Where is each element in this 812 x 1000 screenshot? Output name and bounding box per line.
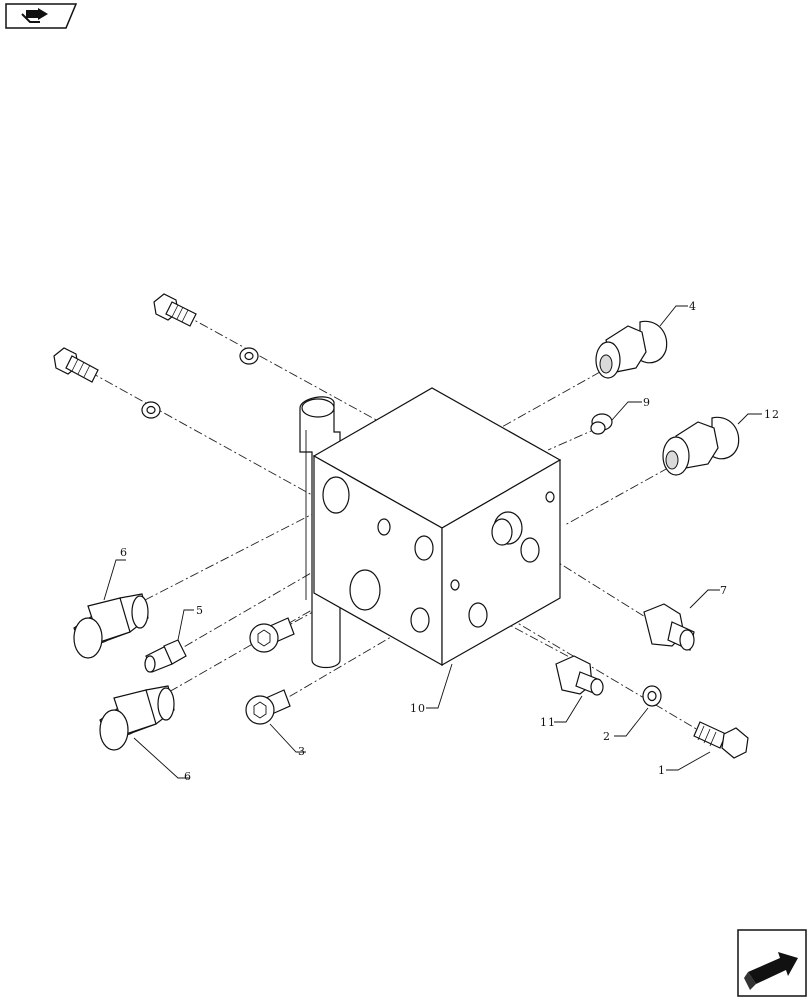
elbow-6-lower xyxy=(99,685,175,751)
callout-6-upper: 6 xyxy=(120,546,128,559)
washer-lower xyxy=(141,401,161,419)
callout-6-lower: 6 xyxy=(184,770,192,783)
washer-upper xyxy=(239,347,259,365)
callout-12: 12 xyxy=(764,408,780,421)
callout-10: 10 xyxy=(410,702,426,715)
next-page-icon[interactable] xyxy=(737,929,807,997)
fitting-4 xyxy=(595,320,668,379)
callout-2: 2 xyxy=(603,730,611,743)
callout-7: 7 xyxy=(720,584,728,597)
plug-9 xyxy=(590,413,613,435)
previous-page-icon[interactable] xyxy=(5,3,78,29)
bolt-upper xyxy=(153,293,197,327)
callout-11: 11 xyxy=(540,716,556,729)
elbow-6-upper xyxy=(73,593,149,659)
bolt-lower xyxy=(53,347,99,383)
callout-5: 5 xyxy=(196,604,204,617)
callout-4: 4 xyxy=(689,300,697,313)
fitting-7 xyxy=(643,603,695,651)
fitting-11 xyxy=(555,655,604,696)
fitting-5 xyxy=(144,639,187,673)
valve-block xyxy=(299,387,562,669)
callout-leaders xyxy=(103,305,762,779)
bolt-1 xyxy=(693,721,749,759)
fitting-12 xyxy=(662,416,740,476)
callout-9: 9 xyxy=(643,396,651,409)
plug-3-upper xyxy=(249,617,295,653)
washer-2 xyxy=(642,685,662,707)
callout-1: 1 xyxy=(658,764,666,777)
callout-3: 3 xyxy=(298,745,306,758)
plug-3-lower xyxy=(245,689,291,725)
